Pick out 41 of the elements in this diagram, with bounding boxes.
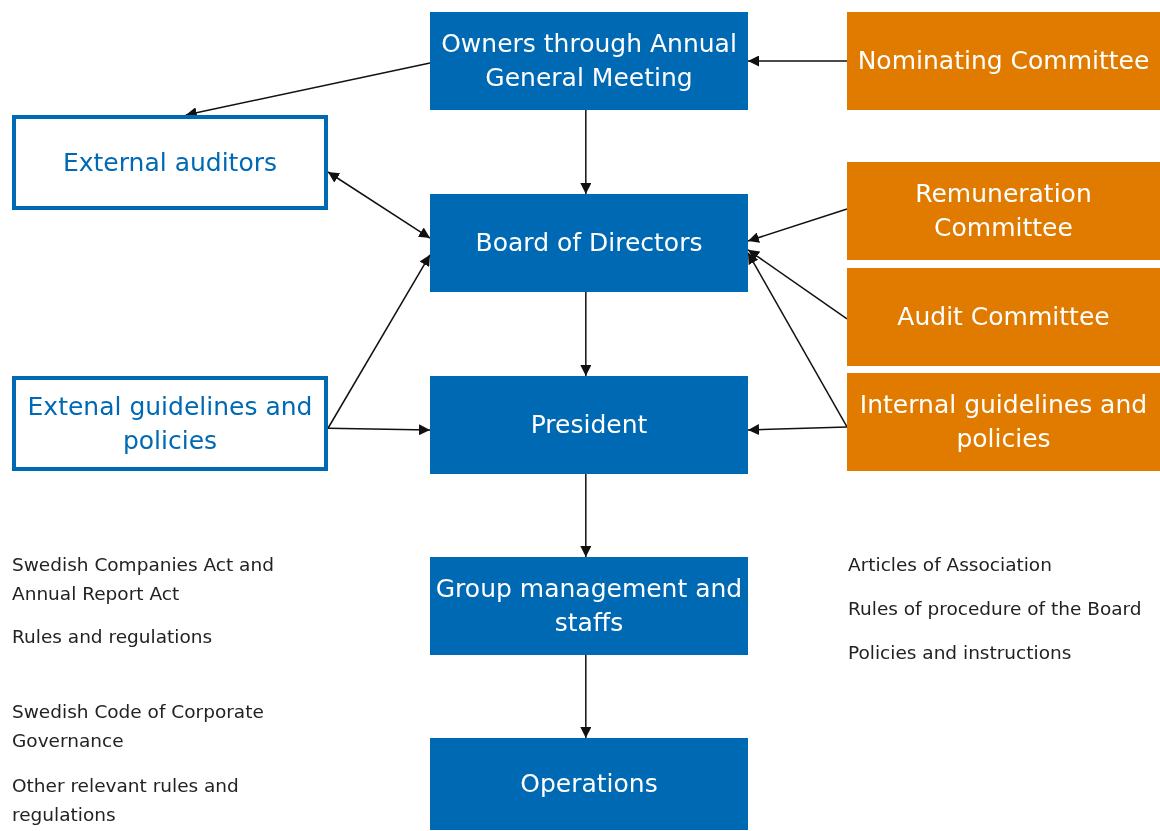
note-text: Swedish Companies Act and Annual Report Act bbox=[12, 553, 275, 606]
process-box bbox=[430, 194, 748, 292]
box-label: President bbox=[529, 409, 649, 441]
box-label: Audit Committee bbox=[896, 301, 1111, 333]
process-box bbox=[430, 12, 748, 110]
note-text: Rules and regulations bbox=[12, 625, 214, 649]
external-box bbox=[12, 376, 328, 471]
process-box bbox=[430, 376, 748, 474]
arrow bbox=[327, 254, 431, 429]
process-box bbox=[430, 738, 748, 830]
box-label: Nominating Committee bbox=[856, 45, 1151, 77]
box-label: Internal guidelines and policies bbox=[858, 389, 1149, 455]
note-text: Rules of procedure of the Board bbox=[848, 597, 1143, 621]
box-label: Board of Directors bbox=[474, 227, 704, 259]
note-text: Policies and instructions bbox=[848, 641, 1073, 665]
note-text: Other relevant rules and regulations bbox=[12, 774, 240, 827]
arrow bbox=[580, 109, 592, 195]
box-label: Extenal guidelines and policies bbox=[26, 390, 314, 457]
note-text: Swedish Code of Corporate Governance bbox=[12, 700, 265, 753]
box-label: Remuneration Committee bbox=[914, 178, 1093, 244]
box-label: Group management and staffs bbox=[434, 573, 744, 639]
committee-box bbox=[847, 373, 1160, 471]
box-label: Operations bbox=[519, 768, 659, 800]
arrow bbox=[747, 249, 848, 320]
external-box bbox=[12, 115, 328, 210]
note-text: Articles of Association bbox=[848, 553, 1053, 577]
arrow bbox=[747, 424, 848, 436]
box-label: External auditors bbox=[61, 146, 279, 179]
committee-box bbox=[847, 12, 1160, 110]
arrow bbox=[580, 291, 592, 377]
committee-box bbox=[847, 162, 1160, 260]
arrow bbox=[747, 55, 848, 67]
committee-box bbox=[847, 268, 1160, 366]
arrow bbox=[327, 424, 431, 436]
arrow bbox=[747, 252, 848, 428]
arrow bbox=[580, 473, 592, 558]
arrow bbox=[327, 171, 431, 239]
arrow bbox=[580, 654, 592, 739]
process-box bbox=[430, 557, 748, 655]
arrow bbox=[747, 208, 848, 243]
box-label: Owners through Annual General Meeting bbox=[440, 28, 738, 94]
